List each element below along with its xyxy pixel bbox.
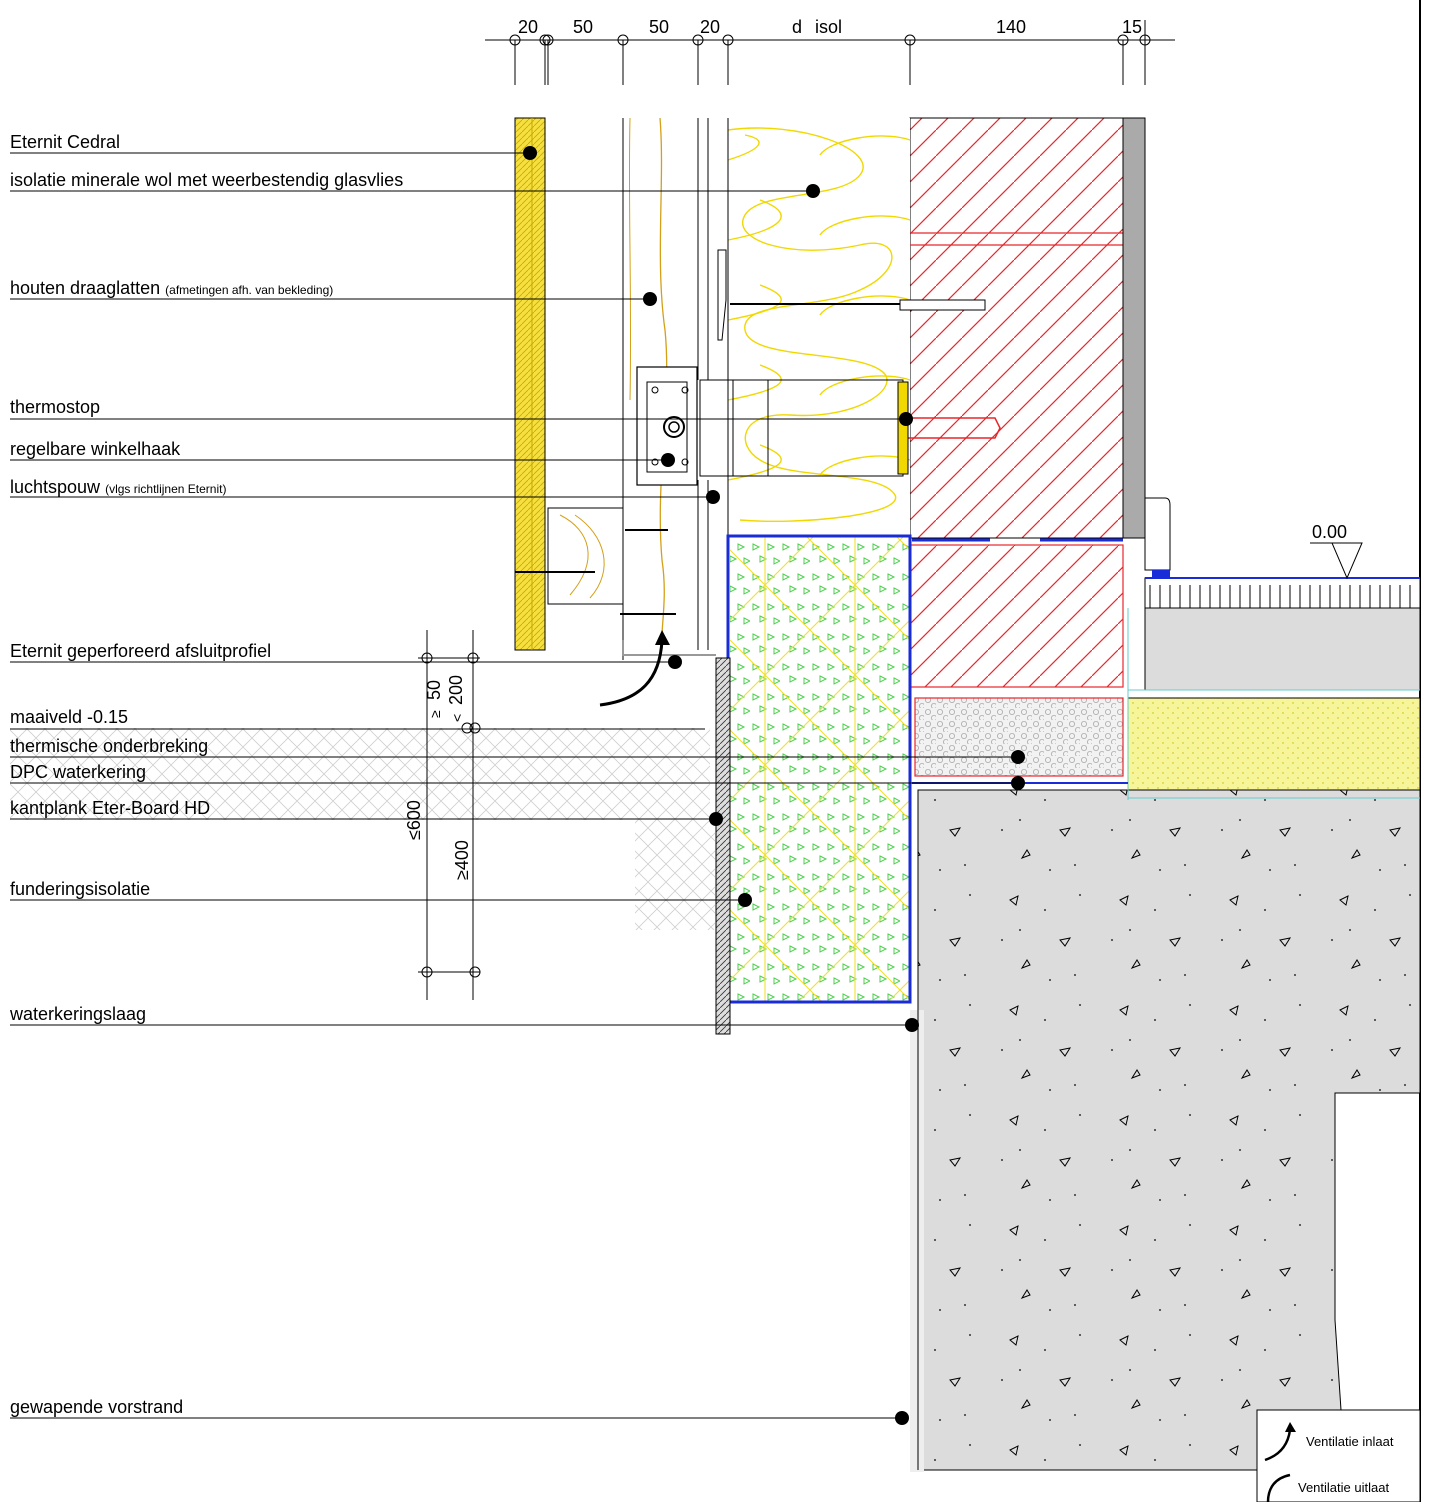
- label-air-cavity: luchtspouw (vlgs richtlijnen Eternit): [10, 477, 720, 504]
- label-dpc: DPC waterkering: [10, 762, 1025, 790]
- label-text: Eternit Cedral: [10, 132, 120, 152]
- foundation-edge: [910, 1010, 924, 1472]
- svg-text:houten draaglatten (afmetingen: houten draaglatten (afmetingen afh. van …: [10, 278, 333, 298]
- svg-text:luchtspouw (vlgs richtlijnen E: luchtspouw (vlgs richtlijnen Eternit): [10, 477, 226, 497]
- outlet-arrow-icon: [1266, 1473, 1291, 1502]
- dim-140: 140: [996, 17, 1026, 37]
- brick-wall-lower: [909, 544, 1124, 688]
- label-text: regelbare winkelhaak: [10, 439, 181, 459]
- dim-50a: 50: [573, 17, 593, 37]
- skirting-joint: [1152, 570, 1170, 578]
- dim-50b: 50: [649, 17, 669, 37]
- ventilation-legend: Ventilatie inlaat Ventilatie uitlaat: [1256, 1409, 1421, 1502]
- label-eternit-cedral: Eternit Cedral: [10, 132, 537, 160]
- dim-20a: 20: [518, 17, 538, 37]
- top-dimension-line: 20 50 50 20 d isol 140 15: [485, 17, 1175, 85]
- label-bracket: regelbare winkelhaak: [10, 439, 675, 467]
- dim-50-side: 50: [424, 680, 444, 700]
- dim-20b: 20: [700, 17, 720, 37]
- eternit-cedral-cladding: [514, 117, 546, 651]
- level-value: 0.00: [1312, 522, 1347, 542]
- label-ground-level: maaiveld -0.15: [10, 707, 705, 730]
- label-closing-profile: Eternit geperforeerd afsluitprofiel: [10, 641, 682, 669]
- label-text: funderingsisolatie: [10, 879, 150, 899]
- thermal-break-block: [914, 697, 1124, 777]
- kantplank: [715, 657, 731, 1035]
- dim-ge-sign: ≥: [427, 710, 443, 718]
- label-text: luchtspouw: [10, 477, 101, 497]
- dim-400-side: ≥400: [452, 840, 472, 880]
- mineral-wool-waves: [727, 127, 911, 522]
- label-text: kantplank Eter-Board HD: [10, 798, 210, 818]
- label-waterproofing: waterkeringslaag: [9, 1004, 919, 1032]
- label-text: gewapende vorstrand: [10, 1397, 183, 1417]
- brick-wall: [909, 117, 1124, 539]
- label-text: thermische onderbreking: [10, 736, 208, 756]
- legend-outlet: Ventilatie uitlaat: [1298, 1480, 1389, 1495]
- level-marker: 0.00: [1310, 522, 1363, 580]
- label-text: isolatie minerale wol met weerbestendig …: [10, 170, 403, 190]
- screws: [515, 303, 910, 615]
- dim-600-side: ≤600: [404, 800, 424, 840]
- inlet-arrow-icon: [1264, 1429, 1292, 1462]
- concrete-foundation: [917, 789, 1421, 1471]
- label-text: houten draaglatten: [10, 278, 160, 298]
- label-mineral-wool: isolatie minerale wol met weerbestendig …: [10, 170, 820, 198]
- label-thermal-break: thermische onderbreking: [10, 736, 1025, 764]
- legend-inlet: Ventilatie inlaat: [1306, 1434, 1394, 1449]
- label-note: (vlgs richtlijnen Eternit): [105, 482, 226, 496]
- floor-insulation: [1127, 697, 1421, 791]
- label-battens: houten draaglatten (afmetingen afh. van …: [10, 278, 657, 306]
- label-text: maaiveld -0.15: [10, 707, 128, 727]
- skirting: [1144, 497, 1171, 571]
- side-dimensions: [418, 630, 481, 1000]
- label-kantplank: kantplank Eter-Board HD: [10, 798, 723, 826]
- label-frost-edge: gewapende vorstrand: [10, 1397, 909, 1425]
- ventilation-arrow: [599, 639, 664, 707]
- interior-plaster: [1122, 117, 1146, 539]
- label-text: DPC waterkering: [10, 762, 146, 782]
- dim-15: 15: [1122, 17, 1142, 37]
- wood-block: [547, 507, 624, 605]
- label-text: Eternit geperforeerd afsluitprofiel: [10, 641, 271, 661]
- label-note: (afmetingen afh. van bekleding): [165, 283, 333, 297]
- dim-200-side: 200: [446, 675, 466, 705]
- perforated-profile: [622, 640, 716, 656]
- soil-hatch-lower: [635, 820, 715, 930]
- floor-finish: [1144, 577, 1421, 609]
- label-thermostop: thermostop: [10, 397, 913, 426]
- label-foundation-insulation: funderingsisolatie: [10, 879, 752, 907]
- soil-hatch: [10, 728, 710, 820]
- floor-screed: [1144, 607, 1421, 691]
- dim-lt-sign: <: [449, 714, 465, 722]
- label-text: thermostop: [10, 397, 100, 417]
- label-text: waterkeringslaag: [9, 1004, 146, 1024]
- dim-d-isol: d isol: [792, 17, 842, 37]
